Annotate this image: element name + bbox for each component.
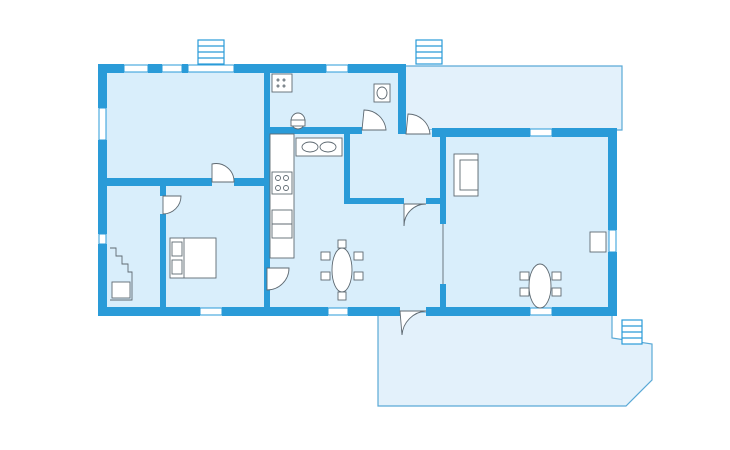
door-kitchen-west (266, 267, 290, 291)
steps-southeast (621, 319, 643, 345)
south-terrace (377, 311, 653, 407)
sofa-icon (453, 153, 479, 197)
kitchen-sink-icon (295, 137, 343, 157)
armchair-icon (589, 231, 607, 253)
door-storage (162, 195, 182, 215)
kitchen-counter (269, 133, 295, 259)
door-closet (403, 203, 427, 227)
stairs-icon (110, 247, 133, 301)
interior-floor (100, 66, 612, 312)
door-northwest-room (211, 163, 235, 183)
outer-walls (98, 64, 617, 316)
door-south-entrance (399, 310, 427, 336)
north-terrace (401, 65, 623, 131)
toilet-icon (290, 112, 306, 130)
doors (162, 109, 444, 336)
interior-walls (98, 64, 446, 312)
steps-north-right (415, 39, 443, 65)
stove-icon (271, 171, 293, 195)
washbasin-icon (373, 83, 391, 103)
door-north-terrace (405, 113, 431, 135)
dining-table-kitchen (320, 239, 364, 301)
bed-icon (169, 237, 217, 279)
dining-table-living (519, 263, 562, 309)
steps-north-left (197, 39, 225, 65)
windows (98, 64, 617, 316)
fridge-icon (271, 209, 293, 239)
shower-icon (271, 73, 293, 93)
door-bathroom (361, 109, 387, 131)
